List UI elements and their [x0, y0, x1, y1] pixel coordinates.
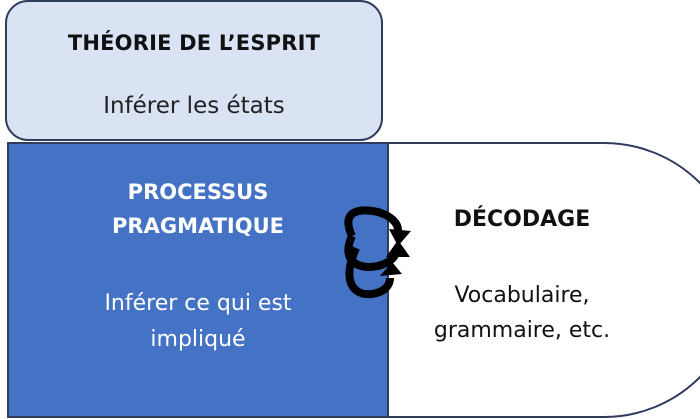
pragmatic-process-subtitle: Inférer ce qui est impliqué [8, 286, 388, 359]
decoding-subtitle: Vocabulaire, grammaire, etc. [400, 278, 644, 348]
pragmatic-process-title: PROCESSUS PRAGMATIQUE [8, 176, 388, 243]
pragmatic-process-box [7, 142, 389, 418]
decoding-box [387, 142, 700, 418]
decoding-title: DÉCODAGE [453, 207, 591, 232]
pragmatic-process-title-line1: PROCESSUS [127, 180, 269, 204]
pragmatic-process-subtitle-line1: Inférer ce qui est [104, 291, 292, 316]
decoding-subtitle-line1: Vocabulaire, [454, 283, 590, 308]
cycle-arrows-icon [344, 206, 411, 299]
pragmatic-process-subtitle-line2: impliqué [150, 327, 246, 353]
theory-of-mind-title: THÉORIE DE L’ESPRIT [67, 31, 321, 55]
pragmatic-process-title-line2: PRAGMATIQUE [112, 213, 284, 238]
theory-of-mind-subtitle: Inférer les états [103, 93, 285, 119]
decoding-subtitle-line2: grammaire, etc. [433, 318, 611, 344]
theory-of-mind-box [5, 0, 383, 141]
